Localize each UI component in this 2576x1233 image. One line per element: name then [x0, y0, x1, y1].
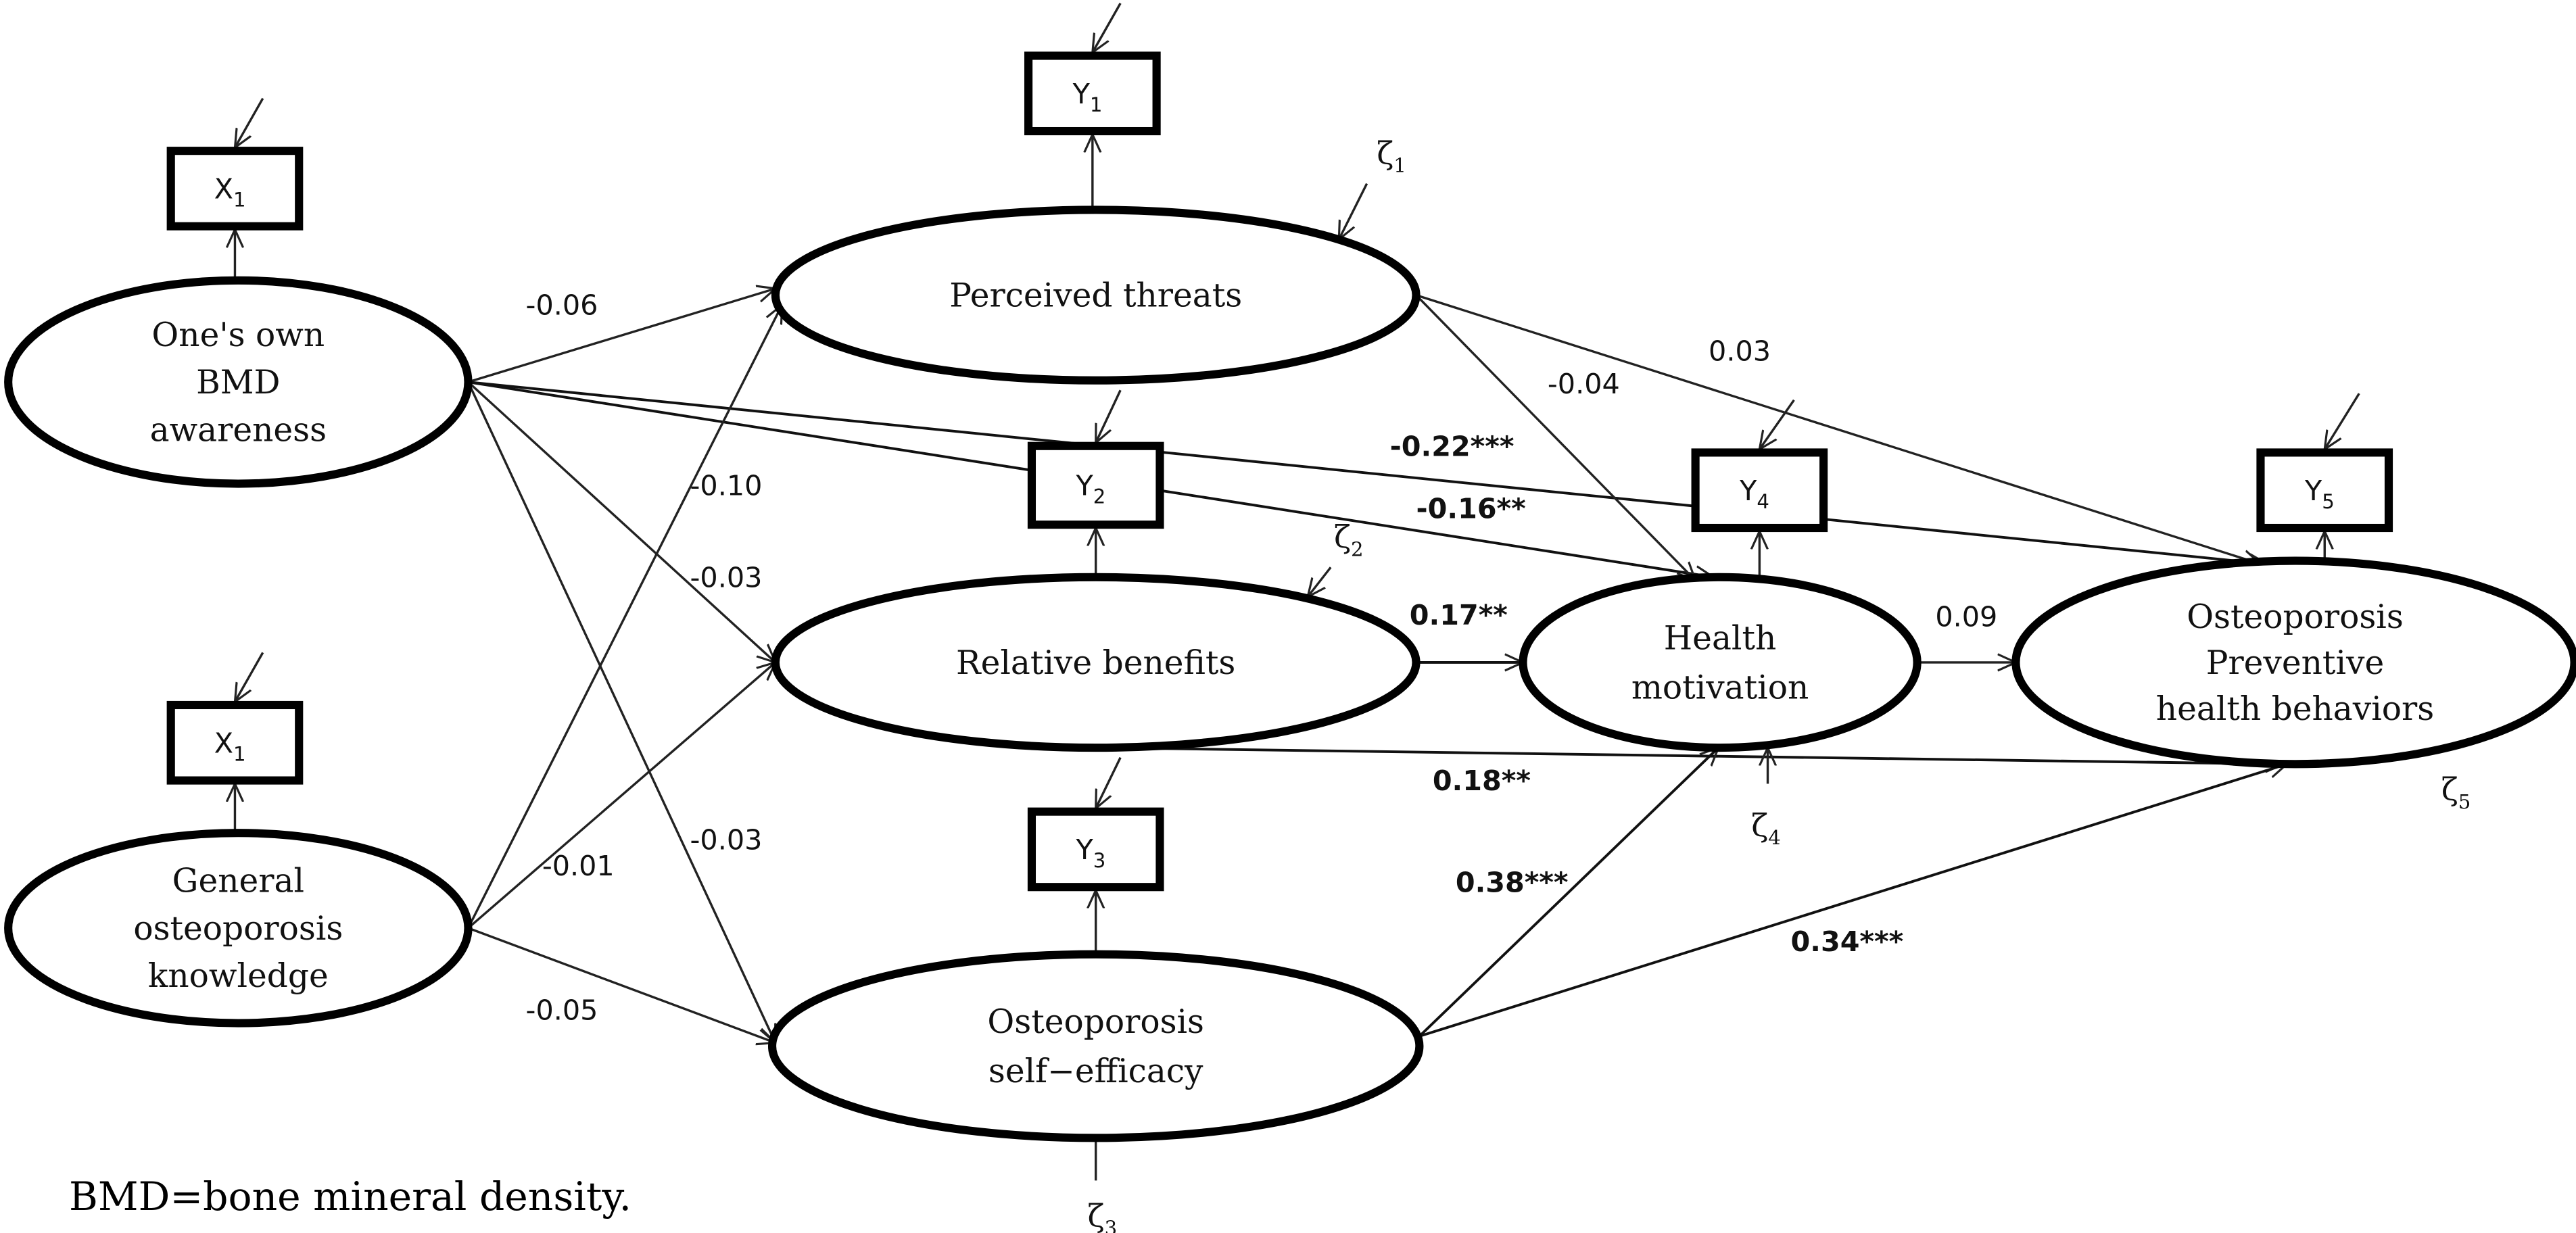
disturbance-label-motiv: ζ4 — [1751, 807, 1781, 849]
indicator-box-benefit — [1027, 441, 1164, 529]
latent-variable-label-efficacy: Osteoporosis — [987, 1003, 1204, 1041]
figure-caption: BMD=bone mineral density. — [69, 1174, 631, 1219]
path-coefficient-know-to-efficacy: -0.05 — [526, 994, 598, 1027]
path-coefficient-efficacy-to-motiv: 0.38*** — [1456, 867, 1569, 899]
measurement-error-arrow-threat — [1093, 3, 1122, 53]
path-arrow-bmd-to-threat — [468, 289, 776, 383]
indicator-box-bmd — [166, 147, 304, 231]
path-arrow-efficacy-to-motiv — [1418, 748, 1718, 1038]
labels-layer: -0.06 -0.03 -0.03 -0.16** -0.22*** -0.10 -0.01… — [526, 135, 2471, 1233]
latent-variable-label-behav: Preventive — [2206, 644, 2384, 682]
path-coefficient-bmd-to-benefit: -0.03 — [690, 561, 763, 594]
latent-variable-label-know: osteoporosis — [133, 910, 343, 948]
latent-variable-label-bmd: One's own — [151, 316, 325, 354]
indicator-box-behav — [2256, 448, 2393, 533]
latent-variable-know — [4, 829, 473, 1028]
path-arrow-bmd-to-behav — [468, 381, 2268, 564]
paths-layer — [235, 3, 2360, 1181]
path-arrow-know-to-threat — [467, 305, 782, 929]
path-coefficient-benefit-to-motiv: 0.17** — [1410, 599, 1508, 631]
path-coefficient-threat-to-motiv: -0.04 — [1548, 368, 1620, 400]
latent-variable-label-behav: health behaviors — [2156, 690, 2434, 728]
path-coefficient-bmd-to-behav: -0.22*** — [1390, 430, 1514, 462]
latent-variable-efficacy — [767, 950, 1424, 1142]
measurement-error-arrow-motiv — [1759, 399, 1795, 450]
indicator-box-motiv — [1691, 448, 1828, 533]
indicator-label-know: X1 — [214, 727, 246, 765]
latent-variable-label-know: General — [172, 863, 304, 900]
path-coefficient-bmd-to-threat: -0.06 — [526, 289, 598, 322]
latent-variable-label-benefit: Relative benefits — [956, 644, 1235, 682]
path-arrow-benefit-to-behav — [1095, 746, 2284, 764]
latent-variable-label-motiv: motivation — [1631, 669, 1809, 706]
latent-variable-label-efficacy: self−efficacy — [988, 1053, 1203, 1090]
indicator-box-threat — [1024, 51, 1161, 136]
latent-variable-label-threat: Perceived threats — [949, 277, 1242, 315]
path-arrow-bmd-to-benefit — [467, 381, 776, 662]
latent-variable-bmd — [4, 276, 473, 488]
path-arrow-know-to-efficacy — [467, 927, 776, 1043]
disturbance-label-behav: ζ5 — [2441, 771, 2471, 813]
disturbance-label-benefit: ζ2 — [1334, 518, 1364, 560]
latent-variable-behav — [2011, 556, 2576, 769]
indicator-box-know — [166, 700, 304, 785]
latent-variable-threat — [771, 206, 1421, 385]
measurement-error-arrow-bmd — [235, 97, 264, 148]
disturbance-label-threat: ζ1 — [1377, 135, 1406, 177]
indicator-label-benefit: Y2 — [1076, 470, 1106, 508]
disturbance-arrow-threat — [1339, 183, 1368, 239]
indicator-label-behav: Y5 — [2304, 475, 2335, 513]
indicator-label-motiv: Y4 — [1739, 475, 1769, 513]
path-coefficient-motiv-to-behav: 0.09 — [1935, 601, 1997, 633]
path-arrow-bmd-to-efficacy — [467, 381, 776, 1042]
path-arrow-threat-to-motiv — [1415, 294, 1696, 581]
path-coefficient-efficacy-to-behav: 0.34*** — [1791, 925, 1904, 958]
latent-variable-label-behav: Osteoporosis — [2187, 598, 2404, 636]
path-coefficient-bmd-to-efficacy: -0.03 — [690, 823, 763, 856]
measurement-error-arrow-behav — [2324, 393, 2360, 449]
path-coefficient-know-to-benefit: -0.01 — [542, 850, 615, 882]
indicator-box-efficacy — [1027, 807, 1164, 892]
indicator-label-bmd: X1 — [214, 173, 246, 212]
path-coefficient-benefit-to-behav: 0.18** — [1433, 765, 1531, 797]
path-arrow-threat-to-behav — [1416, 293, 2261, 564]
path-arrow-know-to-benefit — [467, 662, 776, 929]
latent-variable-benefit — [771, 573, 1421, 752]
path-coefficient-threat-to-behav: 0.03 — [1709, 335, 1771, 368]
measurement-error-arrow-know — [235, 652, 264, 702]
latent-variable-motiv — [1519, 573, 1922, 752]
indicator-label-threat: Y1 — [1072, 78, 1103, 116]
latent-variable-label-motiv: Health — [1664, 620, 1776, 658]
disturbance-label-efficacy: ζ3 — [1088, 1197, 1118, 1233]
latent-variable-label-bmd: awareness — [150, 412, 327, 450]
path-arrow-efficacy-to-behav — [1418, 764, 2287, 1038]
path-coefficient-know-to-threat: -0.10 — [690, 470, 763, 502]
indicator-label-efficacy: Y3 — [1076, 833, 1106, 872]
disturbance-arrow-benefit — [1308, 566, 1332, 597]
measurement-error-arrow-efficacy — [1096, 756, 1122, 808]
latent-variable-label-know: knowledge — [148, 957, 329, 995]
latent-variable-label-bmd: BMD — [196, 364, 280, 402]
path-coefficient-bmd-to-motiv: -0.16** — [1416, 493, 1526, 525]
measurement-error-arrow-benefit — [1096, 389, 1122, 443]
